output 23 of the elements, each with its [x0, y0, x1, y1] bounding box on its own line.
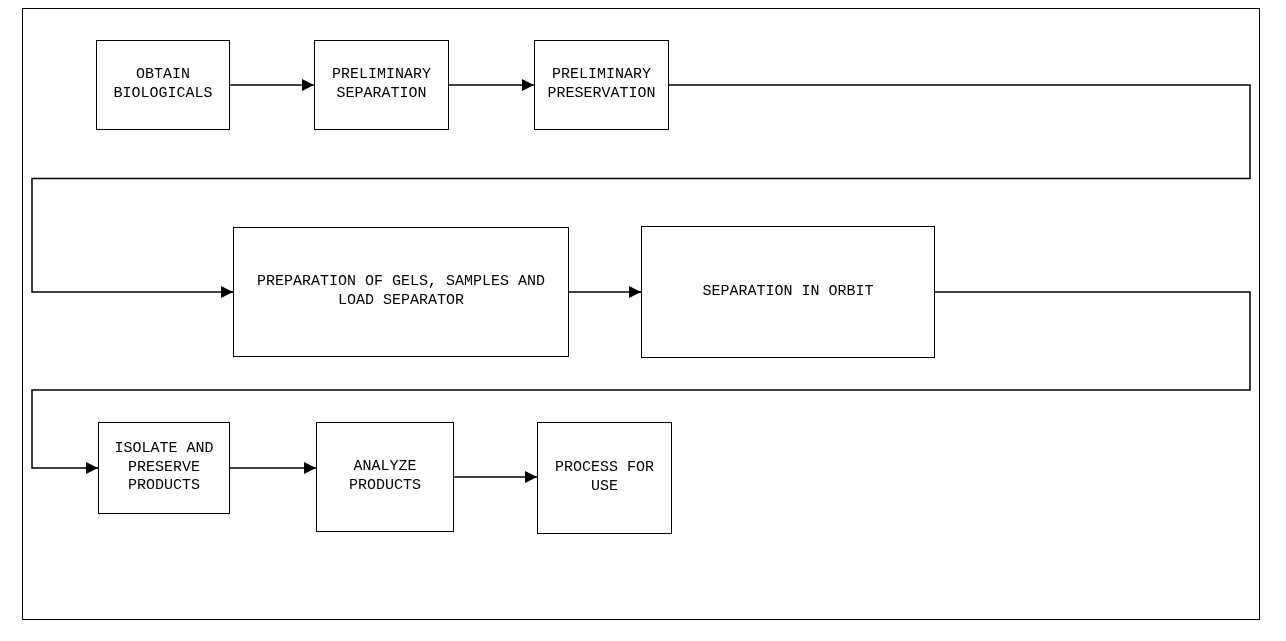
arrow [229, 79, 315, 91]
arrow [453, 471, 538, 483]
process-box [96, 40, 230, 130]
box-label: ISOLATE AND PRESERVE PRODUCTS [113, 439, 215, 497]
process-box [641, 226, 935, 358]
process-box [316, 422, 454, 532]
process-box [233, 227, 569, 357]
box-label: ANALYZE PRODUCTS [348, 458, 422, 496]
process-box [98, 422, 230, 514]
arrow [568, 286, 642, 298]
process-box [534, 40, 669, 130]
arrow [31, 291, 1251, 474]
box-label: PRELIMINARY PRESERVATION [546, 66, 657, 104]
arrow [229, 462, 317, 474]
process-box [537, 422, 672, 534]
box-label: PROCESS FOR USE [554, 459, 655, 497]
arrow [31, 84, 1251, 298]
process-box [314, 40, 449, 130]
box-label: OBTAIN BIOLOGICALS [112, 66, 214, 104]
arrow [448, 79, 535, 91]
box-label: SEPARATION IN ORBIT [702, 282, 874, 302]
box-label: PREPARATION OF GELS, SAMPLES AND LOAD SEPARATOR [255, 273, 546, 311]
box-label: PRELIMINARY SEPARATION [331, 66, 432, 104]
